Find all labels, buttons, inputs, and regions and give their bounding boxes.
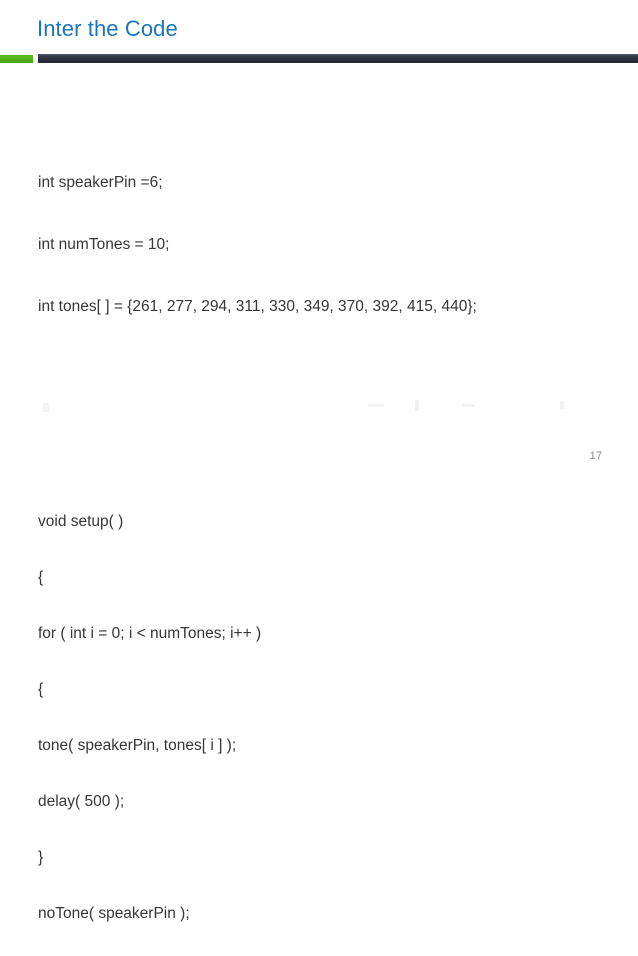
title-divider bbox=[0, 53, 638, 65]
divider-dark-bar bbox=[38, 54, 638, 63]
slide-canvas: Inter the Code int speakerPin =6; int nu… bbox=[0, 16, 638, 922]
code-line: int numTones = 10; bbox=[38, 236, 170, 253]
page-number: 17 bbox=[589, 450, 603, 462]
code-line: int tones[ ] = {261, 277, 294, 311, 330,… bbox=[38, 298, 477, 315]
code-line: void setup( ) bbox=[38, 513, 124, 530]
code-line: noTone( speakerPin ); bbox=[38, 905, 190, 922]
scan-artifact bbox=[415, 400, 419, 411]
divider-green-accent bbox=[0, 55, 33, 63]
code-line: } bbox=[38, 849, 44, 866]
scan-artifact bbox=[43, 403, 49, 412]
code-line: for ( int i = 0; i < numTones; i++ ) bbox=[38, 625, 262, 642]
scan-artifact bbox=[560, 401, 564, 409]
code-line: { bbox=[38, 681, 44, 698]
code-block: int speakerPin =6; int numTones = 10; in… bbox=[38, 80, 608, 956]
scan-artifact bbox=[368, 404, 384, 407]
code-line: { bbox=[38, 569, 44, 586]
code-line: int speakerPin =6; bbox=[38, 174, 163, 191]
code-line: tone( speakerPin, tones[ i ] ); bbox=[38, 737, 237, 754]
scan-artifact bbox=[462, 404, 475, 407]
code-body-group: void setup( ) { for ( int i = 0; i < num… bbox=[38, 476, 608, 956]
code-declarations-group: int speakerPin =6; int numTones = 10; in… bbox=[38, 134, 608, 356]
code-line: delay( 500 ); bbox=[38, 793, 125, 810]
page-title: Inter the Code bbox=[37, 16, 178, 41]
code-blank-line bbox=[38, 410, 608, 422]
